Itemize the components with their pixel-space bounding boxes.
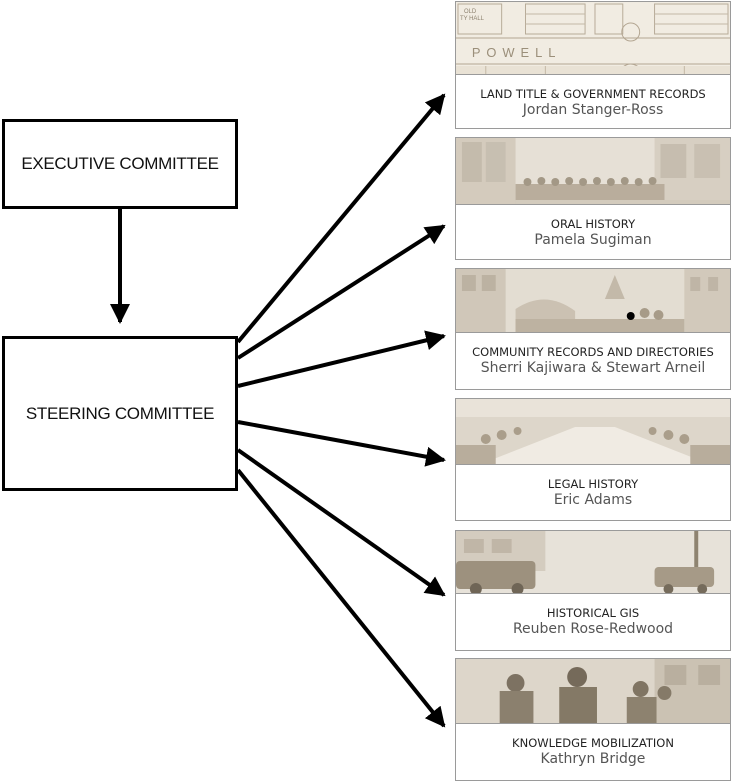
arrow-to-legal-history bbox=[237, 420, 446, 467]
cluster-caption: LAND TITLE & GOVERNMENT RECORDS Jordan S… bbox=[456, 74, 730, 128]
cluster-card-community-records: COMMUNITY RECORDS AND DIRECTORIES Sherri… bbox=[455, 268, 731, 390]
arrow-to-community-records bbox=[237, 330, 446, 388]
banquet-photo bbox=[456, 399, 730, 466]
men-outdoors-photo bbox=[456, 659, 730, 726]
executive-committee-label: EXECUTIVE COMMITTEE bbox=[21, 154, 219, 173]
steering-committee-label: STEERING COMMITTEE bbox=[25, 403, 215, 423]
map-building-label-1: OLD bbox=[464, 9, 477, 15]
cluster-caption: COMMUNITY RECORDS AND DIRECTORIES Sherri… bbox=[456, 332, 730, 389]
arrow-to-historical-gis bbox=[236, 448, 446, 597]
cluster-card-oral-history: ORAL HISTORY Pamela Sugiman bbox=[455, 137, 731, 260]
arrow-to-oral-history bbox=[236, 224, 446, 360]
street-gathering-photo bbox=[456, 269, 730, 335]
cluster-lead: Kathryn Bridge bbox=[540, 751, 646, 767]
group-portrait-photo bbox=[456, 138, 730, 206]
arrow-to-knowledge-mobilization bbox=[236, 468, 446, 728]
street-cars-photo bbox=[456, 531, 730, 596]
map-building-label-2: TY HALL bbox=[460, 16, 485, 22]
executive-committee-box: EXECUTIVE COMMITTEE bbox=[2, 119, 238, 209]
map-street-label: POWELL bbox=[472, 45, 561, 60]
cluster-title: HISTORICAL GIS bbox=[546, 606, 640, 620]
cluster-card-knowledge-mobilization: KNOWLEDGE MOBILIZATION Kathryn Bridge bbox=[455, 658, 731, 781]
cluster-caption: KNOWLEDGE MOBILIZATION Kathryn Bridge bbox=[456, 723, 730, 780]
cluster-lead: Eric Adams bbox=[553, 492, 633, 508]
cluster-title: ORAL HISTORY bbox=[550, 217, 636, 231]
cluster-card-land-title: OLD TY HALL POWELL LAND TITLE & GOVERNME… bbox=[455, 1, 731, 129]
cluster-lead: Sherri Kajiwara & Stewart Arneil bbox=[480, 360, 706, 376]
historical-map-image: OLD TY HALL POWELL bbox=[456, 2, 730, 76]
cluster-caption: LEGAL HISTORY Eric Adams bbox=[456, 464, 730, 520]
cluster-lead: Jordan Stanger-Ross bbox=[522, 102, 664, 118]
cluster-card-historical-gis: HISTORICAL GIS Reuben Rose-Redwood bbox=[455, 530, 731, 651]
cluster-title: COMMUNITY RECORDS AND DIRECTORIES bbox=[472, 345, 714, 359]
cluster-title: LAND TITLE & GOVERNMENT RECORDS bbox=[480, 87, 706, 101]
cluster-lead: Reuben Rose-Redwood bbox=[512, 621, 674, 637]
cluster-card-legal-history: LEGAL HISTORY Eric Adams bbox=[455, 398, 731, 521]
cluster-lead: Pamela Sugiman bbox=[534, 232, 652, 248]
cluster-caption: HISTORICAL GIS Reuben Rose-Redwood bbox=[456, 593, 730, 650]
cluster-title: LEGAL HISTORY bbox=[547, 477, 639, 491]
cluster-title: KNOWLEDGE MOBILIZATION bbox=[512, 736, 674, 750]
steering-committee-box: STEERING COMMITTEE bbox=[2, 336, 238, 491]
arrow-to-land-title bbox=[236, 93, 446, 344]
cluster-caption: ORAL HISTORY Pamela Sugiman bbox=[456, 204, 730, 259]
